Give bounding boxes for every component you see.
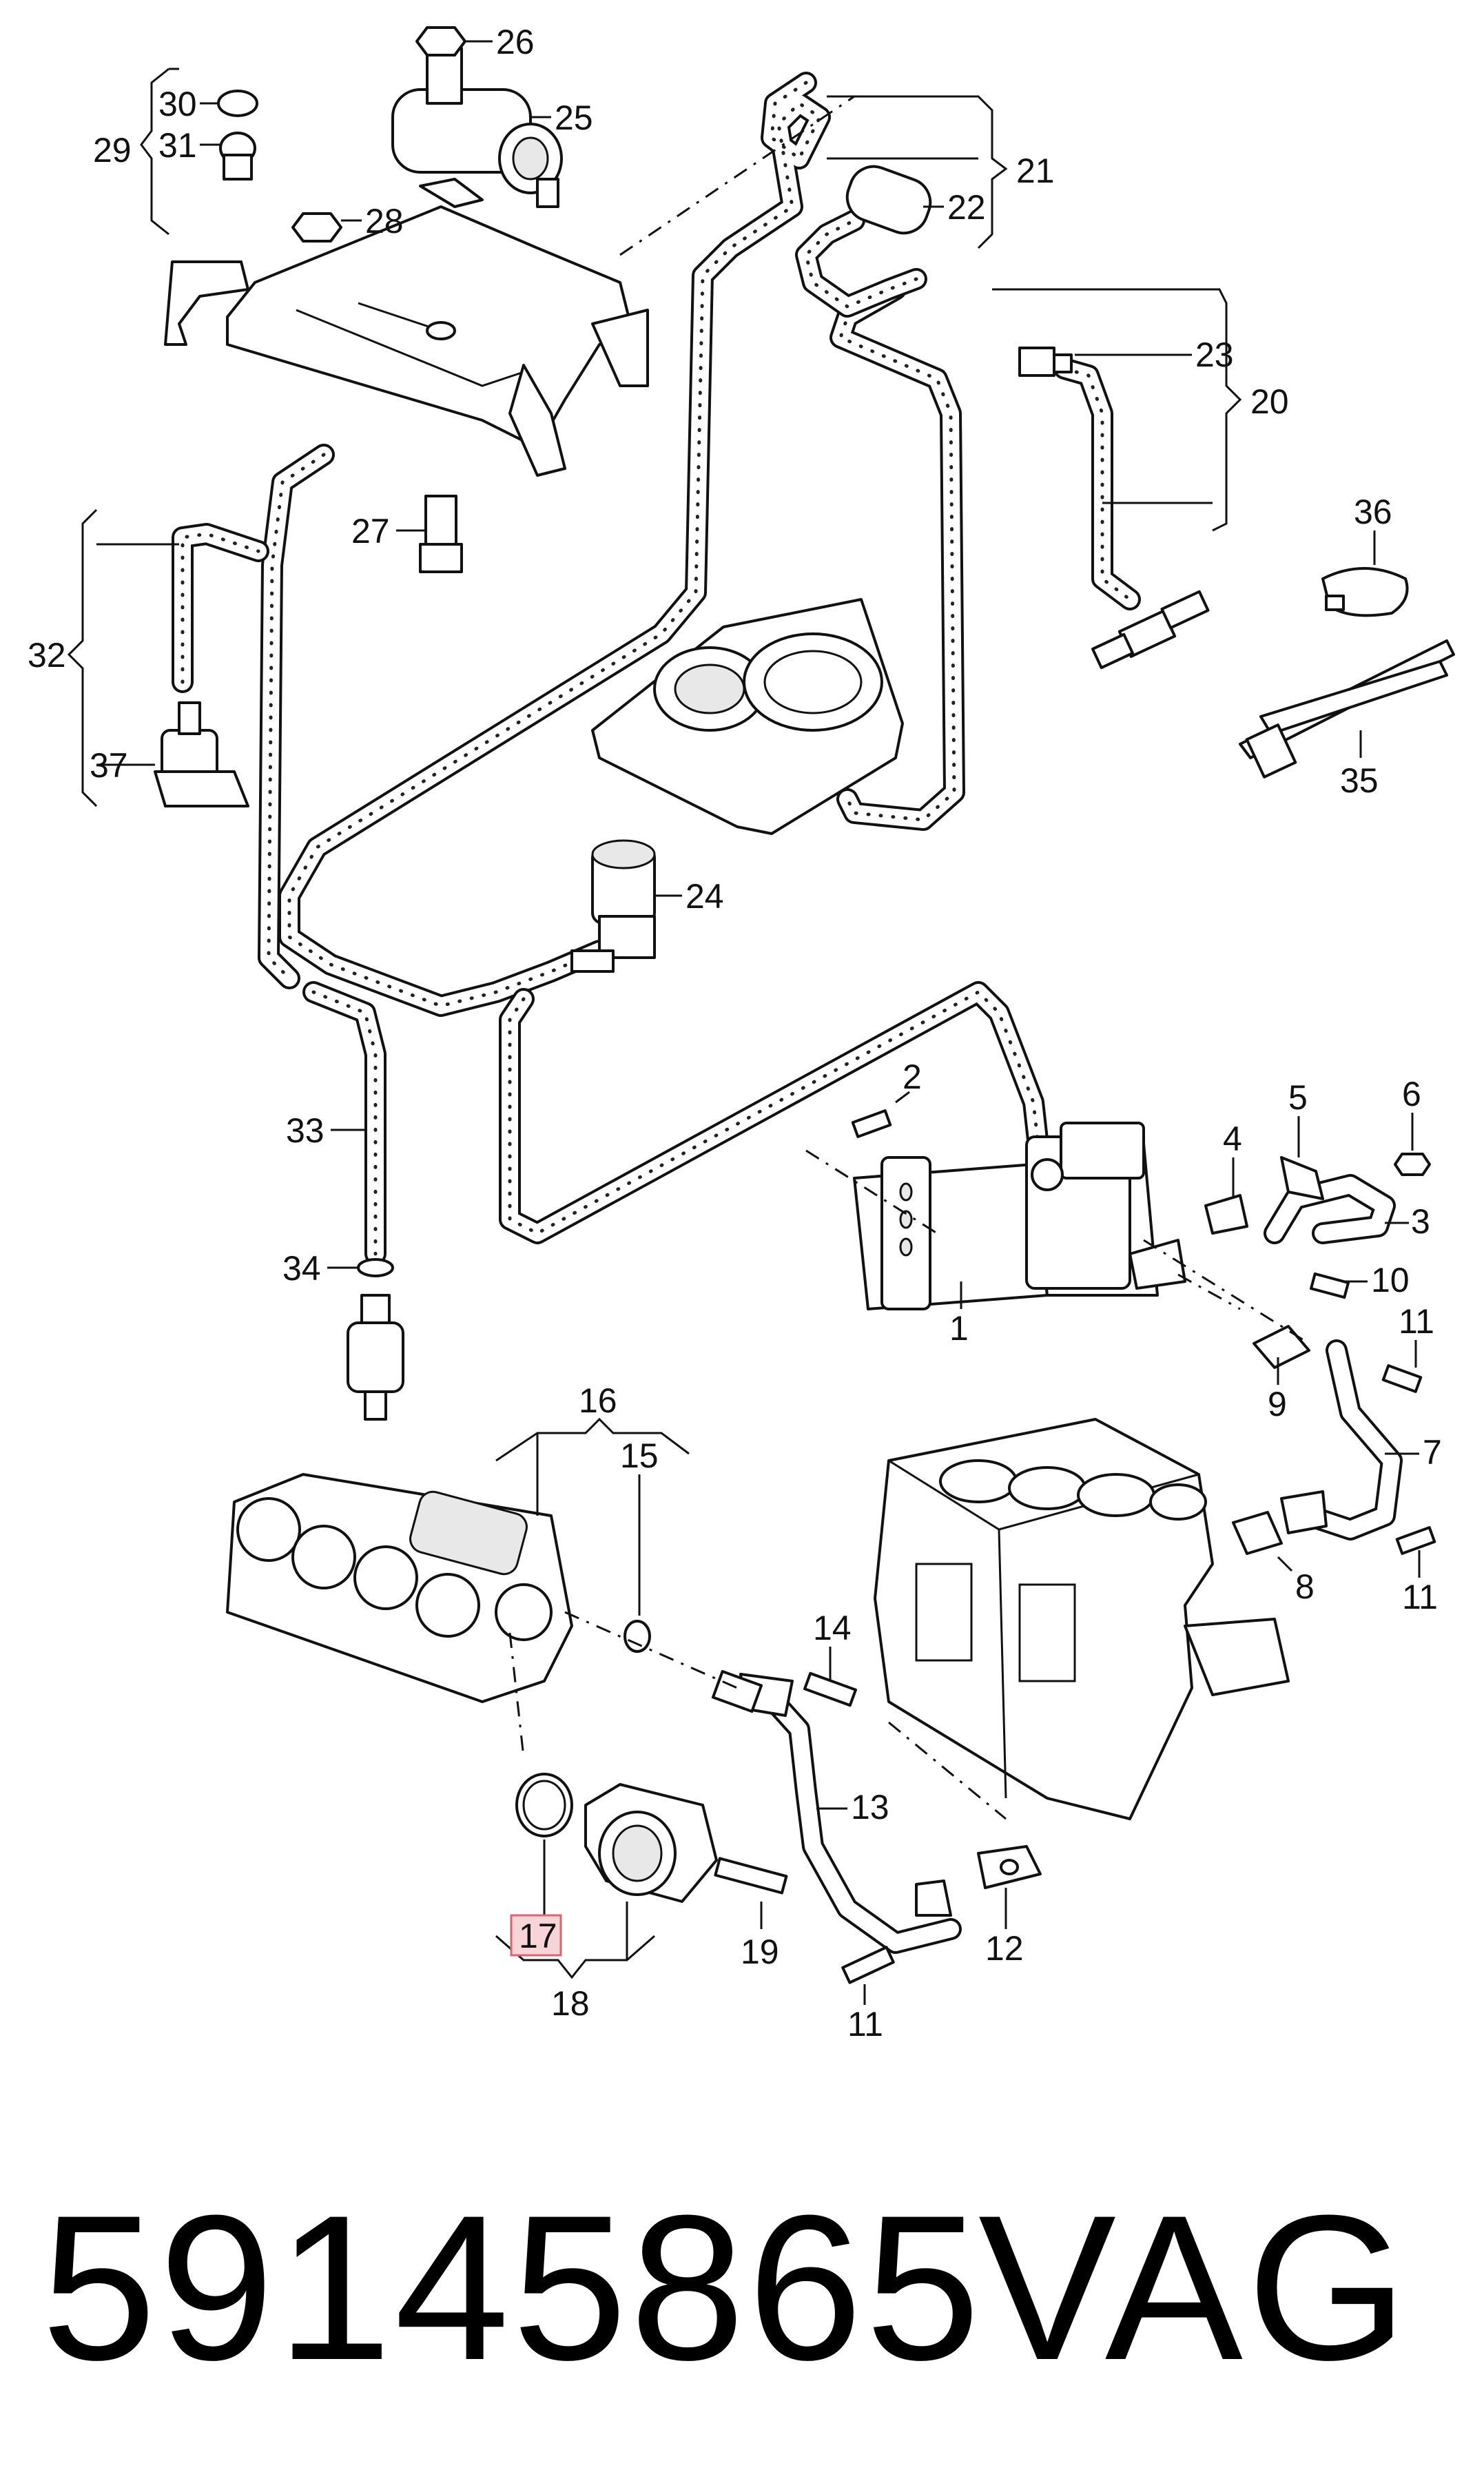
flange-8 xyxy=(1232,1490,1328,1555)
callout-4: 4 xyxy=(1223,1120,1242,1158)
callout-8: 8 xyxy=(1295,1567,1315,1606)
callout-9: 9 xyxy=(1268,1385,1287,1423)
callout-27: 27 xyxy=(351,512,390,550)
engine-block xyxy=(874,1418,1290,1820)
callout-34: 34 xyxy=(282,1249,321,1288)
callout-labels: 1 2 3 4 5 6 7 8 9 10 11 11 11 12 13 14 1… xyxy=(28,23,1442,2043)
pipe-13-flange xyxy=(711,1669,952,1917)
callout-11c: 11 xyxy=(847,2005,883,2043)
cylinder-head-cover xyxy=(591,598,904,835)
callout-20: 20 xyxy=(1250,382,1289,421)
callout-36: 36 xyxy=(1354,493,1392,531)
solenoid-valve-25 xyxy=(391,47,563,208)
gasket-5 xyxy=(1280,1156,1324,1200)
callout-6: 6 xyxy=(1402,1075,1421,1113)
o-ring-15 xyxy=(624,1620,651,1653)
nut-26 xyxy=(415,26,466,56)
callout-10: 10 xyxy=(1371,1261,1410,1299)
bolt-10 xyxy=(1310,1272,1350,1299)
callout-15: 15 xyxy=(620,1436,659,1475)
solenoid-valve-24 xyxy=(570,839,656,973)
callout-3: 3 xyxy=(1411,1202,1430,1241)
callout-23: 23 xyxy=(1195,336,1234,374)
t-connector-20 xyxy=(1091,590,1210,670)
bolt-19 xyxy=(714,1857,788,1895)
callout-33: 33 xyxy=(286,1111,324,1150)
valve-37 xyxy=(154,701,249,807)
callout-11b: 11 xyxy=(1402,1578,1438,1616)
callout-35: 35 xyxy=(1340,761,1379,800)
brand-name: VAG xyxy=(978,2172,1412,2403)
gasket-12 xyxy=(977,1845,1042,1889)
callout-5: 5 xyxy=(1288,1078,1308,1117)
callout-31: 31 xyxy=(158,126,197,165)
bolt-14 xyxy=(803,1671,857,1707)
bracket-assembly xyxy=(164,205,649,477)
connector-23 xyxy=(1018,347,1073,377)
callout-17: 17 xyxy=(519,1917,557,1955)
part-number: 59145865 xyxy=(41,2172,983,2403)
callout-19: 19 xyxy=(741,1933,779,1971)
callout-28: 28 xyxy=(365,202,404,240)
hose-clamp-36 xyxy=(1321,567,1409,617)
gasket-4 xyxy=(1204,1194,1248,1235)
callout-2: 2 xyxy=(903,1058,922,1096)
o-ring-17 xyxy=(515,1773,573,1837)
nut-6 xyxy=(1394,1153,1431,1176)
filter-22 xyxy=(845,165,932,235)
bolt-11-bottom xyxy=(841,1946,895,1984)
egr-cooler-1 xyxy=(853,1122,1186,1310)
callout-14: 14 xyxy=(813,1609,852,1647)
callout-18: 18 xyxy=(551,1984,590,2023)
callout-25: 25 xyxy=(555,99,593,137)
bolt-27 xyxy=(419,495,463,573)
throttle-body-18 xyxy=(584,1783,718,1903)
vacuum-hoses xyxy=(172,72,1403,1954)
nut-28 xyxy=(291,212,342,243)
callout-26: 26 xyxy=(496,23,535,61)
callout-24: 24 xyxy=(686,877,724,916)
callout-37: 37 xyxy=(90,746,128,785)
callout-12: 12 xyxy=(985,1929,1024,1968)
bolt-11-right xyxy=(1381,1364,1436,1555)
callout-13: 13 xyxy=(851,1788,889,1826)
callout-29: 29 xyxy=(93,131,132,169)
callout-32: 32 xyxy=(28,636,66,674)
callout-30: 30 xyxy=(158,85,197,123)
callout-22: 22 xyxy=(947,188,986,227)
callout-11a: 11 xyxy=(1399,1302,1434,1341)
cable-tie-35 xyxy=(1239,639,1455,779)
callout-17-highlight xyxy=(510,1914,562,1957)
leader-lines xyxy=(67,40,1421,2005)
callout-16: 16 xyxy=(579,1381,617,1420)
bolt-2 xyxy=(851,1109,892,1138)
grommet-30-31 xyxy=(217,90,258,181)
callout-1: 1 xyxy=(949,1309,969,1348)
flange-9 xyxy=(1253,1325,1310,1369)
filter-34 xyxy=(347,1258,404,1421)
callout-7: 7 xyxy=(1423,1433,1442,1472)
intake-manifold-16 xyxy=(226,1473,573,1703)
callout-21: 21 xyxy=(1016,152,1055,190)
